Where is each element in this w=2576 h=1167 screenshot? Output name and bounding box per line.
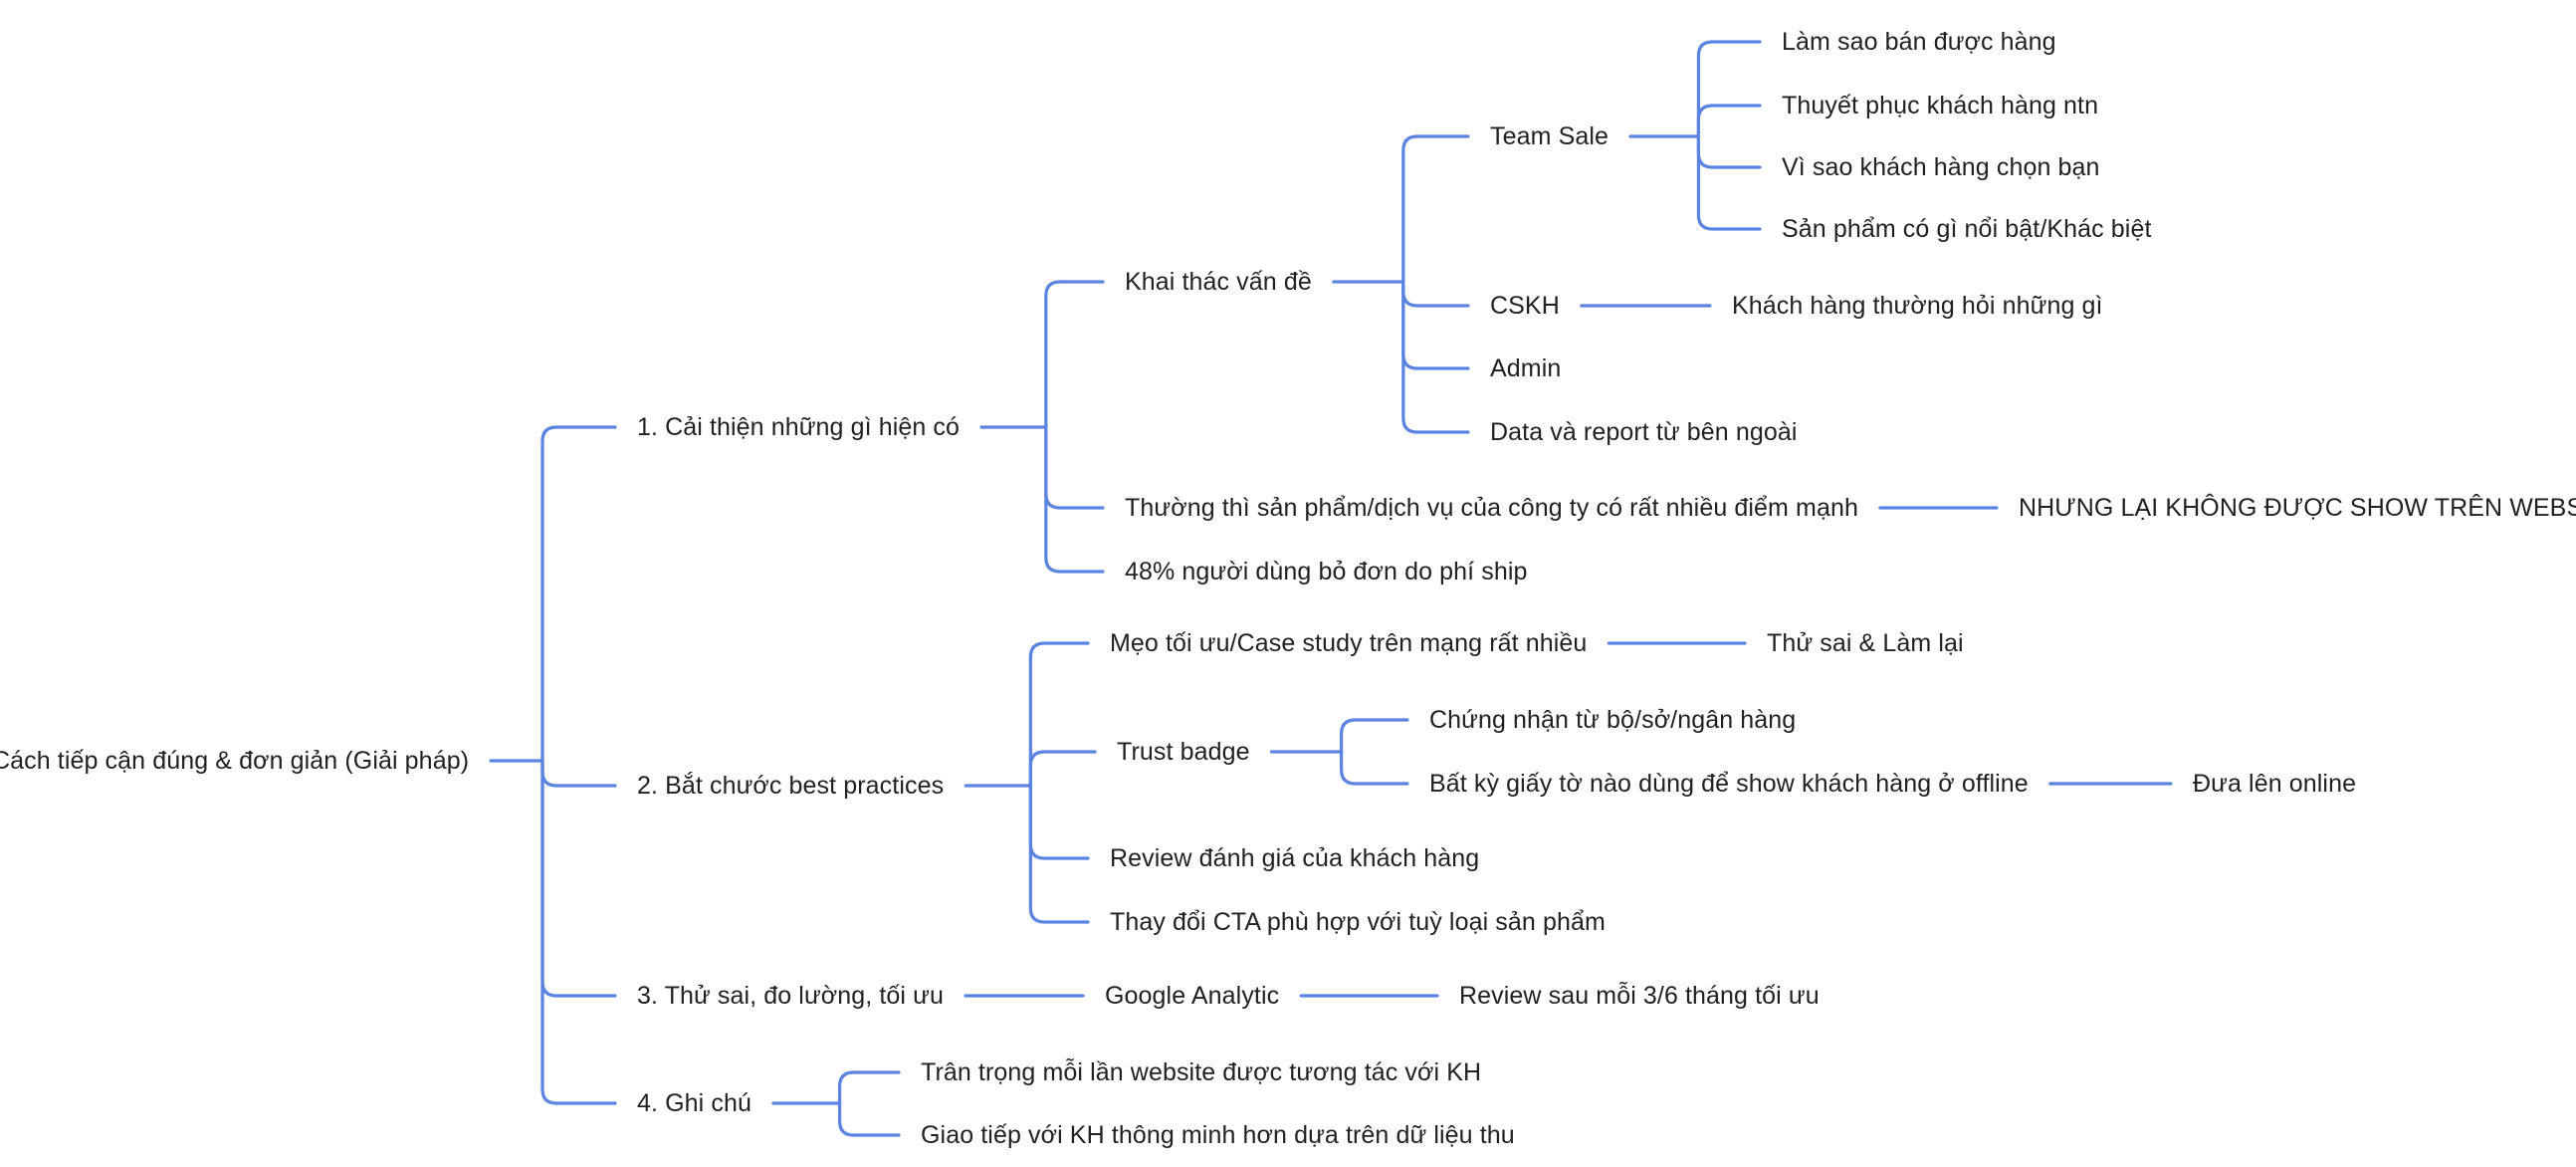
mindmap-root-node[interactable]: Cách tiếp cận đúng & đơn giản (Giải pháp… <box>0 747 470 775</box>
mindmap-branch-1[interactable]: 1. Cải thiện những gì hiện có <box>637 413 961 441</box>
mindmap-node-1-1[interactable]: Khai thác vấn đề <box>1125 268 1312 296</box>
mindmap-node-1-1-2-1[interactable]: Khách hàng thường hỏi những gì <box>1732 292 2103 320</box>
mindmap-branch-2[interactable]: 2. Bắt chước best practices <box>637 772 945 800</box>
mindmap-node-2-4[interactable]: Thay đổi CTA phù hợp với tuỳ loại sản ph… <box>1110 908 1606 936</box>
mindmap-node-2-2-2[interactable]: Bất kỳ giấy tờ nào dùng để show khách hà… <box>1429 770 2029 798</box>
mindmap-node-2-3[interactable]: Review đánh giá của khách hàng <box>1110 844 1480 872</box>
mindmap-node-1-1-3[interactable]: Admin <box>1490 354 1562 382</box>
mindmap-node-4-2[interactable]: Giao tiếp với KH thông minh hơn dựa trên… <box>921 1121 1515 1149</box>
mindmap-node-2-1[interactable]: Mẹo tối ưu/Case study trên mạng rất nhiề… <box>1110 629 1588 657</box>
mindmap-node-1-1-2[interactable]: CSKH <box>1490 292 1560 320</box>
mindmap-node-3-1[interactable]: Google Analytic <box>1105 982 1280 1010</box>
mindmap-node-4-1[interactable]: Trân trọng mỗi lần website được tương tá… <box>921 1058 1482 1086</box>
mindmap-node-1-1-1-1[interactable]: Làm sao bán được hàng <box>1782 28 2056 56</box>
mindmap-node-1-1-4[interactable]: Data và report từ bên ngoài <box>1490 418 1798 446</box>
mindmap-node-2-2-1[interactable]: Chứng nhận từ bộ/sở/ngân hàng <box>1429 706 1797 734</box>
mindmap-node-2-1-1[interactable]: Thử sai & Làm lại <box>1767 629 1964 657</box>
mindmap-node-3-1-1[interactable]: Review sau mỗi 3/6 tháng tối ưu <box>1459 982 1820 1010</box>
mindmap-node-1-2-1[interactable]: NHƯNG LẠI KHÔNG ĐƯỢC SHOW TRÊN WEBSITE <box>2019 494 2576 522</box>
mindmap-node-1-1-1[interactable]: Team Sale <box>1490 122 1610 150</box>
mindmap-branch-4[interactable]: 4. Ghi chú <box>637 1089 751 1117</box>
mindmap-node-1-1-1-2[interactable]: Thuyết phục khách hàng ntn <box>1782 92 2099 119</box>
mindmap-branch-3[interactable]: 3. Thử sai, đo lường, tối ưu <box>637 982 944 1010</box>
mindmap-node-2-2-2-1[interactable]: Đưa lên online <box>2193 770 2357 798</box>
mindmap-node-1-1-1-3[interactable]: Vì sao khách hàng chọn bạn <box>1782 153 2100 181</box>
mindmap-node-1-3[interactable]: 48% người dùng bỏ đơn do phí ship <box>1125 558 1528 585</box>
mindmap-node-2-2[interactable]: Trust badge <box>1117 738 1250 766</box>
mindmap-node-1-2[interactable]: Thường thì sản phẩm/dịch vụ của công ty … <box>1125 494 1858 522</box>
mindmap-node-1-1-1-4[interactable]: Sản phẩm có gì nổi bật/Khác biệt <box>1782 215 2152 243</box>
